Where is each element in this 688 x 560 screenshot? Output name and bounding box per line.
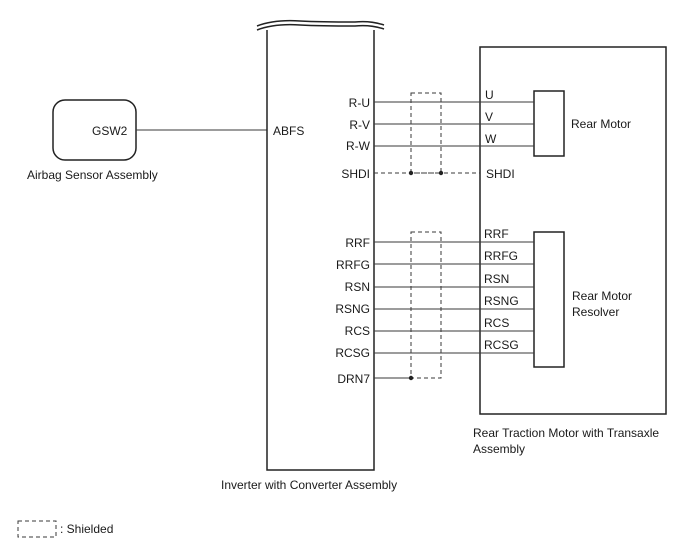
transaxle-pin-rcs: RCS: [484, 316, 509, 330]
shield-resolver-wires: [410, 231, 442, 379]
transaxle-pin-rrfg: RRFG: [484, 249, 518, 263]
transaxle-pin-u: U: [485, 88, 494, 102]
transaxle-title-line2: Assembly: [473, 442, 525, 456]
inverter-pin-r-w: R-W: [346, 139, 371, 153]
inverter-pin-drn7: DRN7: [337, 372, 370, 386]
transaxle-pin-rsn: RSN: [484, 272, 509, 286]
splice-dot-drn7: [408, 375, 414, 381]
legend-shielded-label: : Shielded: [60, 522, 113, 536]
transaxle-pin-rsng: RSNG: [484, 294, 519, 308]
transaxle-pin-rrf: RRF: [484, 227, 509, 241]
inverter-title: Inverter with Converter Assembly: [221, 478, 397, 492]
inverter-pin-rcs: RCS: [345, 324, 370, 338]
inverter-pin-r-u: R-U: [349, 96, 370, 110]
splice-dot-shdi-right: [438, 170, 444, 176]
transaxle-pin-shdi: SHDI: [486, 167, 515, 181]
inverter-pin-rcsg: RCSG: [335, 346, 370, 360]
rear-motor-block: [533, 90, 565, 157]
resolver-label-line2: Resolver: [572, 305, 619, 319]
inverter-pin-shdi: SHDI: [341, 167, 370, 181]
transaxle-pin-v: V: [485, 110, 493, 124]
transaxle-pin-rcsg: RCSG: [484, 338, 519, 352]
inverter-box: [256, 19, 385, 471]
airbag-pin-gsw2: GSW2: [92, 124, 128, 138]
inverter-pin-abfs: ABFS: [273, 124, 304, 138]
transaxle-pin-w: W: [485, 132, 497, 146]
transaxle-title-line1: Rear Traction Motor with Transaxle: [473, 426, 659, 440]
inverter-pin-r-v: R-V: [349, 118, 370, 132]
inverter-pin-rrfg: RRFG: [336, 258, 370, 272]
splice-dot-shdi-left: [408, 170, 414, 176]
inverter-pin-rsng: RSNG: [335, 302, 370, 316]
rear-motor-resolver-block: [533, 231, 565, 368]
inverter-pin-rsn: RSN: [345, 280, 370, 294]
legend-shield-symbol: [17, 520, 57, 538]
resolver-label-line1: Rear Motor: [572, 289, 632, 303]
rear-motor-label: Rear Motor: [571, 117, 631, 131]
inverter-pin-rrf: RRF: [345, 236, 370, 250]
shield-motor-wires: [410, 92, 442, 174]
airbag-sensor-title: Airbag Sensor Assembly: [27, 168, 158, 182]
